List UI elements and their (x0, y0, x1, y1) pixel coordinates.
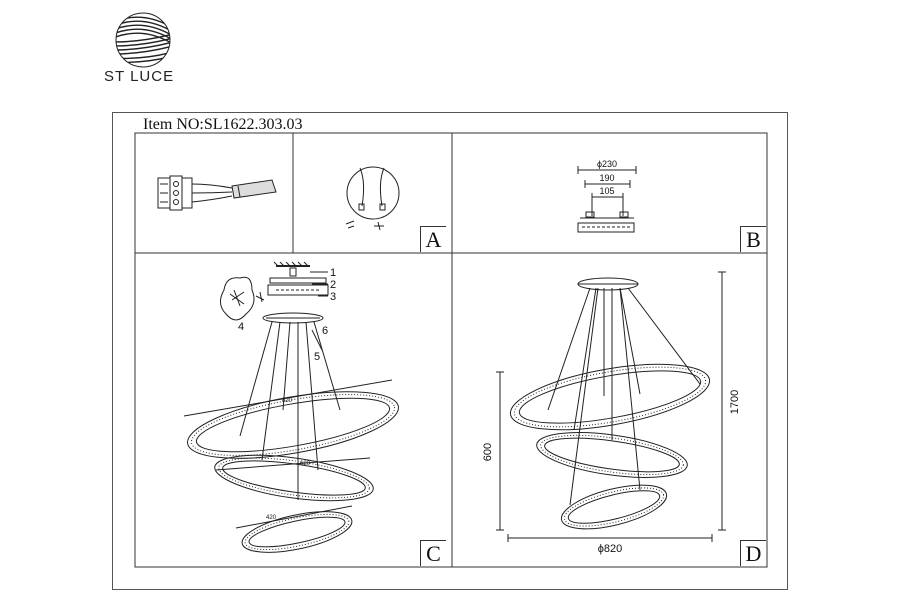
terminal-block-diagram (157, 175, 277, 211)
panel-letter-a: A (420, 226, 446, 252)
assembly-callouts: 1 2 3 4 5 6 (238, 267, 336, 363)
ring-dimension-labels: 820 620 420 (266, 398, 311, 521)
dim-600: 600 (482, 443, 494, 461)
callout-5: 5 (314, 351, 320, 363)
brand-logo (108, 12, 178, 90)
item-number: Item NO:SL1622.303.03 (143, 116, 303, 133)
callout-6: 6 (322, 325, 328, 337)
ring-label-820: 820 (282, 398, 293, 404)
logo-sphere-icon (115, 12, 171, 68)
dim-190: 190 (599, 173, 614, 183)
callout-3: 3 (330, 291, 336, 303)
brand-name: ST LUCE (104, 68, 175, 85)
canopy-dimension-drawing (577, 166, 637, 233)
callout-2: 2 (330, 279, 336, 291)
elevation-drawing (496, 271, 726, 542)
dim-1700: 1700 (729, 390, 741, 414)
panel-grid-border (134, 132, 768, 568)
callout-1: 1 (330, 267, 336, 279)
wire-detail-circle (345, 166, 400, 231)
dim-105: 105 (599, 186, 614, 196)
drawing-sheet (112, 112, 788, 590)
dim-230: ϕ230 (597, 159, 617, 169)
panel-letter-b: B (740, 226, 766, 252)
panel-letter-c: C (420, 540, 446, 566)
callout-4: 4 (238, 321, 244, 333)
panel-letter-d: D (740, 540, 766, 566)
ring-label-620: 620 (300, 461, 311, 467)
ring-label-420: 420 (266, 515, 277, 521)
assembly-drawing (183, 261, 399, 553)
dim-820: ϕ820 (598, 543, 623, 555)
